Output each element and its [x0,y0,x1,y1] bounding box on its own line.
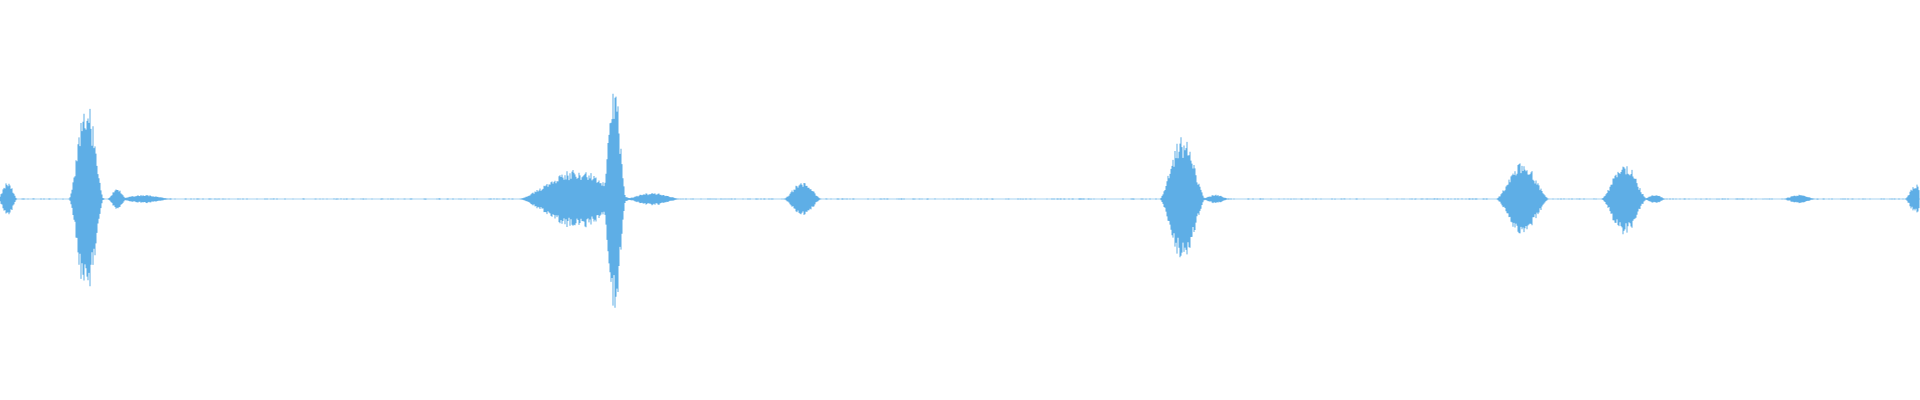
waveform-signal [0,93,1920,308]
